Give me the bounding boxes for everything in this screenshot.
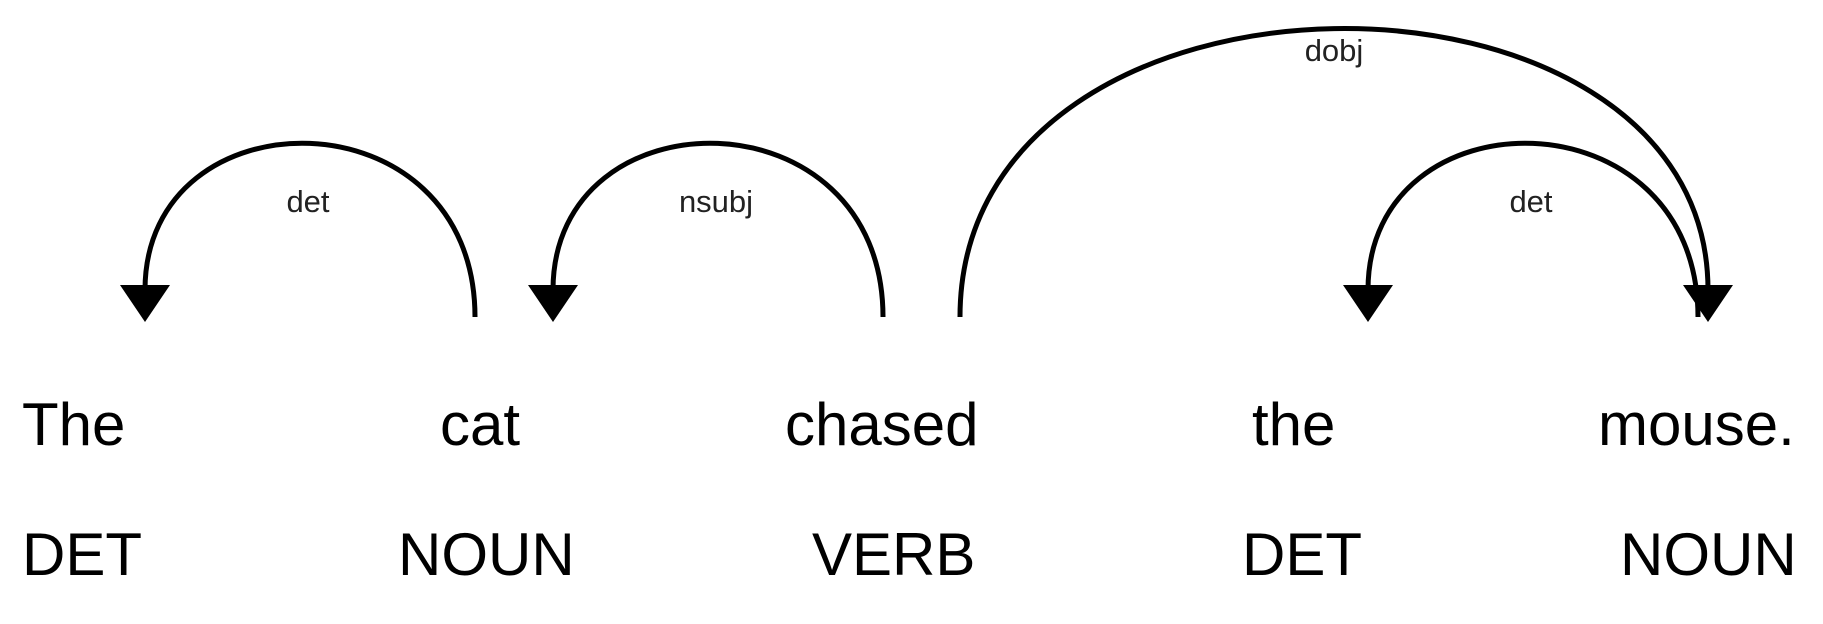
arc-nsubj-chased-cat: nsubj (528, 140, 886, 322)
arc-nsubj-chased-cat-label: nsubj (679, 184, 753, 219)
token-word-the: The (22, 391, 126, 458)
arc-det-mouse-the-arrowhead (1343, 285, 1393, 322)
token-tag-verb: VERB (812, 521, 976, 588)
arc-dobj-chased-mouse-arrowhead (1683, 285, 1733, 322)
arc-dobj-chased-mouse: dobj (957, 26, 1733, 322)
arc-det-cat-the-arrowhead (120, 285, 170, 322)
arc-nsubj-chased-cat-arrowhead (528, 285, 578, 322)
arc-det-cat-the: det (120, 140, 478, 322)
arc-det-mouse-the: det (1343, 140, 1701, 322)
arc-det-mouse-the-label: det (1509, 184, 1552, 219)
token-tag-noun: NOUN (398, 521, 575, 588)
token-word-mouse: mouse. (1598, 391, 1795, 458)
arc-det-mouse-the-curve (1365, 140, 1701, 318)
token-word-the-2: the (1252, 391, 1336, 458)
token-tag-det-2: DET (1242, 521, 1362, 588)
token-word-cat: cat (440, 391, 521, 458)
arc-dobj-chased-mouse-label: dobj (1305, 33, 1364, 68)
token-word-chased: chased (785, 391, 979, 458)
token-tag-det: DET (22, 521, 142, 588)
arc-dobj-chased-mouse-curve (957, 26, 1711, 318)
arc-nsubj-chased-cat-curve (550, 140, 886, 318)
token-tag-noun-2: NOUN (1620, 521, 1797, 588)
arc-det-cat-the-label: det (286, 184, 329, 219)
arc-det-cat-the-curve (142, 140, 478, 318)
